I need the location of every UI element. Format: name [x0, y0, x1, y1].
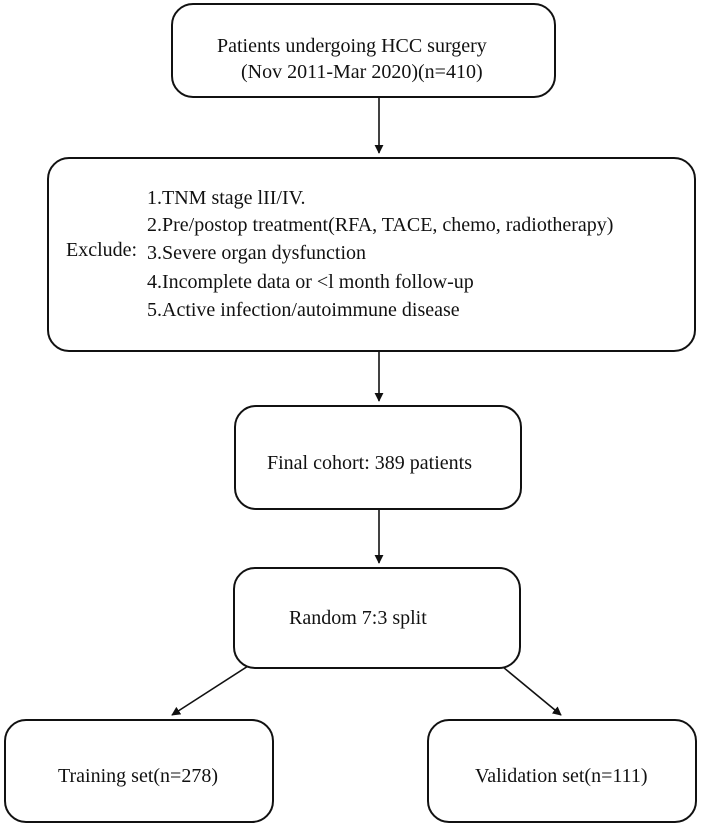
- exclude-criterion-2: 2.Pre/postop treatment(RFA, TACE, chemo,…: [147, 214, 614, 236]
- top-box-line-2: (Nov 2011-Mar 2020)(n=410): [241, 61, 483, 83]
- box-exclusion-criteria: [47, 157, 696, 352]
- training-set-label: Training set(n=278): [58, 765, 218, 787]
- exclude-criterion-4: 4.Incomplete data or <l month follow-up: [147, 271, 474, 293]
- top-box-line-1: Patients undergoing HCC surgery: [217, 35, 487, 57]
- random-split-label: Random 7:3 split: [289, 607, 427, 629]
- box-validation-set: [427, 719, 697, 823]
- validation-set-label: Validation set(n=111): [475, 765, 648, 787]
- final-cohort-label: Final cohort: 389 patients: [267, 452, 472, 474]
- exclude-criterion-3: 3.Severe organ dysfunction: [147, 242, 367, 264]
- box-training-set: [4, 719, 274, 823]
- exclude-criterion-5: 5.Active infection/autoimmune disease: [147, 299, 460, 321]
- exclude-label: Exclude:: [66, 239, 138, 261]
- exclude-criterion-1: 1.TNM stage lII/IV.: [147, 187, 306, 209]
- box-final-cohort: [234, 405, 522, 510]
- box-random-split: [233, 567, 521, 669]
- box-patients-undergoing-surgery: [171, 3, 556, 98]
